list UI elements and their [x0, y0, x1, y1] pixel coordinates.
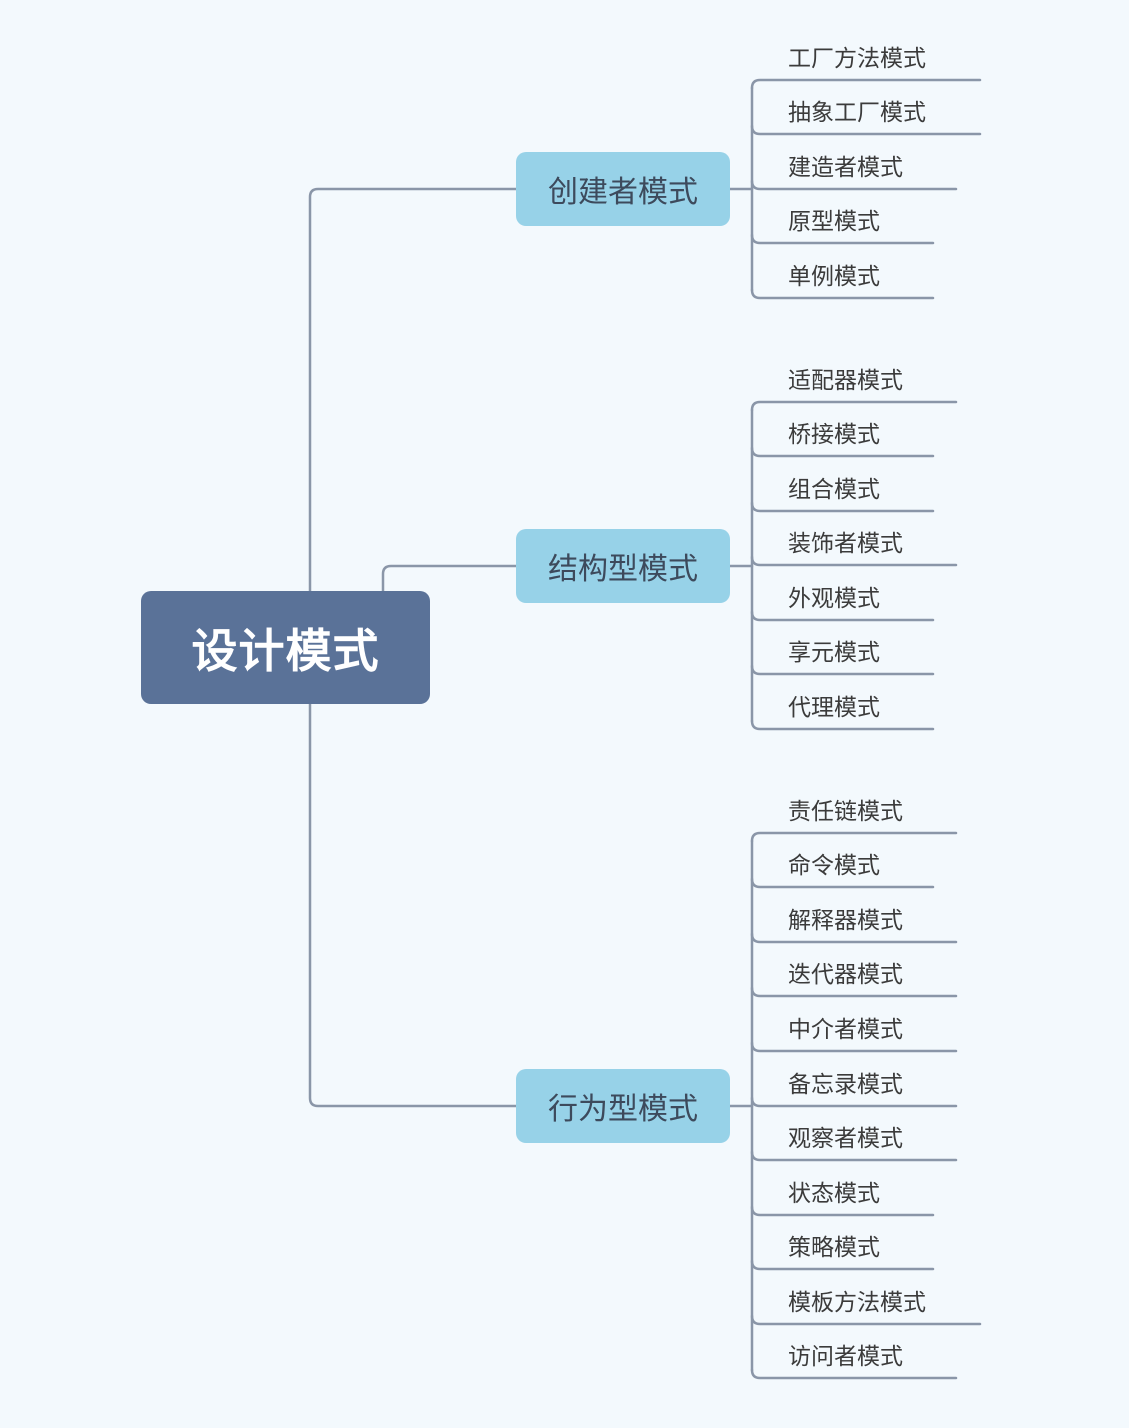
leaf-proxy[interactable]: 代理模式	[788, 695, 880, 721]
leaf-iterator[interactable]: 迭代器模式	[788, 962, 903, 988]
leaf-state[interactable]: 状态模式	[788, 1181, 880, 1207]
connector-root-structural	[381, 564, 518, 593]
leaf-underline-visitor	[750, 1368, 958, 1380]
leaf-factory-method[interactable]: 工厂方法模式	[788, 46, 926, 72]
leaf-underline-memento	[750, 1096, 958, 1108]
leaf-bridge[interactable]: 桥接模式	[788, 422, 880, 448]
leaf-underline-command	[750, 877, 935, 889]
leaf-underline-abstract-factory	[750, 124, 982, 136]
leaf-underline-bridge	[750, 446, 935, 458]
leaf-abstract-factory[interactable]: 抽象工厂模式	[788, 100, 926, 126]
leaf-interpreter[interactable]: 解释器模式	[788, 908, 903, 934]
leaf-underline-singleton	[750, 288, 935, 300]
connector-root-creational	[308, 187, 518, 593]
leaf-underline-chain-of-responsibility	[750, 831, 958, 843]
leaf-underline-observer	[750, 1150, 958, 1162]
leaf-underline-builder	[750, 179, 958, 191]
leaf-underline-facade	[750, 610, 935, 622]
leaf-prototype[interactable]: 原型模式	[788, 209, 880, 235]
leaf-decorator[interactable]: 装饰者模式	[788, 531, 903, 557]
leaf-underline-flyweight	[750, 664, 935, 676]
leaf-underline-factory-method	[750, 78, 982, 90]
leaf-underline-prototype	[750, 233, 935, 245]
leaf-underline-proxy	[750, 719, 935, 731]
leaf-underline-decorator	[750, 555, 958, 567]
leaf-visitor[interactable]: 访问者模式	[788, 1344, 903, 1370]
leaf-composite[interactable]: 组合模式	[788, 477, 880, 503]
leaf-observer[interactable]: 观察者模式	[788, 1126, 903, 1152]
leaf-underline-template-method	[750, 1314, 982, 1326]
leaf-underline-iterator	[750, 986, 958, 998]
leaf-mediator[interactable]: 中介者模式	[788, 1017, 903, 1043]
leaf-memento[interactable]: 备忘录模式	[788, 1072, 903, 1098]
leaf-underline-adapter	[750, 400, 958, 412]
leaf-strategy[interactable]: 策略模式	[788, 1235, 880, 1261]
leaf-chain-of-responsibility[interactable]: 责任链模式	[788, 799, 903, 825]
branch-node-behavioral[interactable]: 行为型模式	[516, 1069, 730, 1143]
leaf-underline-state	[750, 1205, 935, 1217]
branch-node-structural[interactable]: 结构型模式	[516, 529, 730, 603]
leaf-template-method[interactable]: 模板方法模式	[788, 1290, 926, 1316]
branch-node-creational[interactable]: 创建者模式	[516, 152, 730, 226]
root-node[interactable]: 设计模式	[141, 591, 430, 704]
leaf-underline-interpreter	[750, 932, 958, 944]
leaf-underline-strategy	[750, 1259, 935, 1271]
connector-root-behavioral	[308, 702, 518, 1108]
leaf-adapter[interactable]: 适配器模式	[788, 368, 903, 394]
leaf-command[interactable]: 命令模式	[788, 853, 880, 879]
leaf-flyweight[interactable]: 享元模式	[788, 640, 880, 666]
leaf-underline-mediator	[750, 1041, 958, 1053]
leaf-singleton[interactable]: 单例模式	[788, 264, 880, 290]
leaf-facade[interactable]: 外观模式	[788, 586, 880, 612]
leaf-underline-composite	[750, 501, 935, 513]
leaf-builder[interactable]: 建造者模式	[788, 155, 903, 181]
